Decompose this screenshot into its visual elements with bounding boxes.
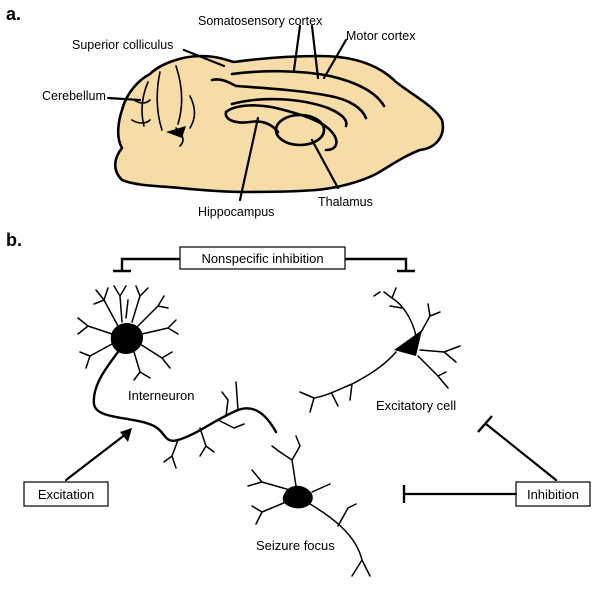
excitation-arrowhead [120,428,132,442]
label-somatosensory-cortex: Somatosensory cortex [198,14,323,28]
leader-hippocampus [238,116,260,202]
cortical-band-outer [230,69,386,108]
inhibition-line-to-excitatory [484,422,558,482]
interneuron-terminals [163,381,245,469]
leader-somatosensory-2 [310,24,320,80]
thalamus-shape [274,113,326,147]
inhibition-box [515,481,591,507]
inhibition-label: Inhibition [527,487,579,502]
leader-cerebellum [106,96,142,102]
cortical-band-mid [210,78,368,120]
panel-a: a. Somatosensory cortex Superior collicu… [6,4,445,219]
excitatory-soma [394,330,422,356]
fourth-ventricle [166,126,186,138]
label-hippocampus: Hippocampus [198,205,274,219]
leader-superior-colliculus [182,48,226,68]
excitatory-cell [299,287,461,413]
hippocampus-arch [224,104,338,152]
panel-a-label: a. [6,4,21,24]
inhibition-bar-excitatory [477,415,493,433]
interneuron-axon [92,350,278,442]
panel-b: b. Nonspecific inhibition Interneuron Ex… [6,230,591,577]
interneuron-dendrites [77,285,179,381]
seizure-focus-cell [247,435,371,577]
label-superior-colliculus: Superior colliculus [72,38,173,52]
excitatory-dendrites [299,287,461,413]
nonspecific-inhibition-box [179,246,346,270]
excitation-label: Excitation [38,487,94,502]
label-cerebellum: Cerebellum [42,89,106,103]
seizure-focus-label: Seizure focus [256,538,335,553]
hippocampus-lower [224,110,280,134]
leader-thalamus [310,138,340,190]
label-motor-cortex: Motor cortex [346,29,416,43]
leader-motor [322,38,348,80]
cortical-band-inner [230,97,348,128]
leader-somatosensory-1 [292,24,302,72]
panel-b-label: b. [6,230,22,250]
interneuron-label: Interneuron [128,388,195,403]
label-thalamus: Thalamus [318,195,373,209]
nonspecific-inhibition-label: Nonspecific inhibition [201,251,323,266]
interneuron-cell [77,285,278,469]
seizure-focus-dendrites [247,435,371,577]
interneuron-soma [110,323,144,354]
excitation-arrow-line [64,432,128,482]
excitation-box [23,481,109,507]
nonspecific-inhibition-line [120,257,408,271]
cerebellum-folia [131,65,196,147]
excitatory-cell-label: Excitatory cell [376,398,456,413]
seizure-focus-soma [282,485,313,509]
